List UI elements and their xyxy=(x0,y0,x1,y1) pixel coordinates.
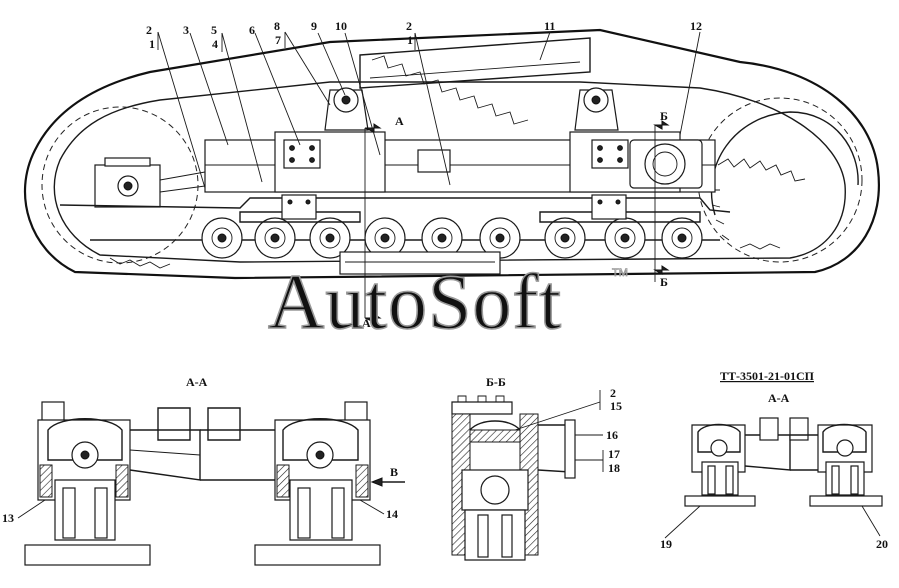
view-mark-b: В xyxy=(390,465,398,479)
track-inner xyxy=(53,81,846,263)
callout-2-left: 2 xyxy=(146,23,152,37)
watermark-tm: TM xyxy=(612,267,628,279)
track-roller-8 xyxy=(604,217,646,259)
section-a-left-half xyxy=(24,401,201,566)
section-a-a: А-А xyxy=(2,375,405,566)
callout-2-bb: 2 xyxy=(610,386,616,400)
track-roller-3 xyxy=(309,217,351,259)
callout-1-left: 1 xyxy=(149,37,155,51)
callout-12: 12 xyxy=(690,19,702,33)
main-side-view: 2 1 3 5 4 6 8 7 9 10 2 1 11 12 А А Б Б xyxy=(23,19,880,330)
callout-1-mid: 1 xyxy=(407,33,413,47)
track-outline xyxy=(23,28,880,280)
callout-14: 14 xyxy=(386,507,398,521)
callout-11: 11 xyxy=(544,19,555,33)
callout-7: 7 xyxy=(275,33,281,47)
callout-19: 19 xyxy=(660,537,672,551)
variant-right-half xyxy=(789,417,883,507)
callout-18: 18 xyxy=(608,461,620,475)
track-roller-6 xyxy=(479,217,521,259)
upper-track-links xyxy=(359,37,591,125)
callout-17: 17 xyxy=(608,447,620,461)
track-roller-2 xyxy=(254,217,296,259)
callout-15: 15 xyxy=(610,399,622,413)
idler-wheel-circle xyxy=(41,106,199,264)
bolt-plates xyxy=(283,139,629,169)
final-drive-housing xyxy=(629,139,703,189)
callout-5: 5 xyxy=(211,23,217,37)
callout-2-mid: 2 xyxy=(406,19,412,33)
caption-section-b: Б-Б xyxy=(486,375,506,389)
autosoft-watermark: AutoSoft TM xyxy=(267,257,628,346)
callout-13: 13 xyxy=(2,511,14,525)
callout-9: 9 xyxy=(311,19,317,33)
track-roller-1 xyxy=(201,217,243,259)
watermark-text: AutoSoft xyxy=(268,258,562,345)
track-roller-7 xyxy=(544,217,586,259)
section-mark-b-bottom: Б xyxy=(660,275,668,289)
sprocket-teeth xyxy=(711,158,806,241)
caption-variant-section: А-А xyxy=(768,391,790,405)
section-mark-b-top: Б xyxy=(660,109,668,123)
callout-4: 4 xyxy=(212,37,218,51)
ground-shoe xyxy=(339,251,501,275)
caption-section-a: А-А xyxy=(186,375,208,389)
section-line-b xyxy=(653,120,670,282)
callout-20: 20 xyxy=(876,537,888,551)
variant-section: ТТ-3501-21-01СП А-А 19 20 xyxy=(660,369,888,551)
lower-frame xyxy=(59,197,731,213)
section-mark-a-top: А xyxy=(395,114,404,128)
variant-left-half xyxy=(684,417,791,507)
carrier-roller-right xyxy=(574,87,619,131)
variant-code: ТТ-3501-21-01СП xyxy=(720,369,815,383)
callout-6: 6 xyxy=(249,23,255,37)
callout-10: 10 xyxy=(335,19,347,33)
leader-lines xyxy=(157,31,701,189)
track-roller-9 xyxy=(661,217,703,259)
bogie-brackets xyxy=(239,194,701,223)
section-mark-a-bottom: А xyxy=(362,316,371,330)
sprocket-arc xyxy=(710,111,859,216)
carrier-roller-left xyxy=(324,87,369,131)
section-a-right-half xyxy=(200,401,381,566)
track-rollers xyxy=(201,217,703,259)
section-b-b: Б-Б 2 15 16 17 18 xyxy=(451,375,622,561)
callout-8: 8 xyxy=(274,19,280,33)
callout-16: 16 xyxy=(606,428,618,442)
lower-track-links xyxy=(109,243,781,269)
callout-3: 3 xyxy=(183,23,189,37)
sprocket-circle xyxy=(697,97,863,263)
idler-tensioner xyxy=(94,157,206,208)
section-line-a xyxy=(364,123,382,323)
